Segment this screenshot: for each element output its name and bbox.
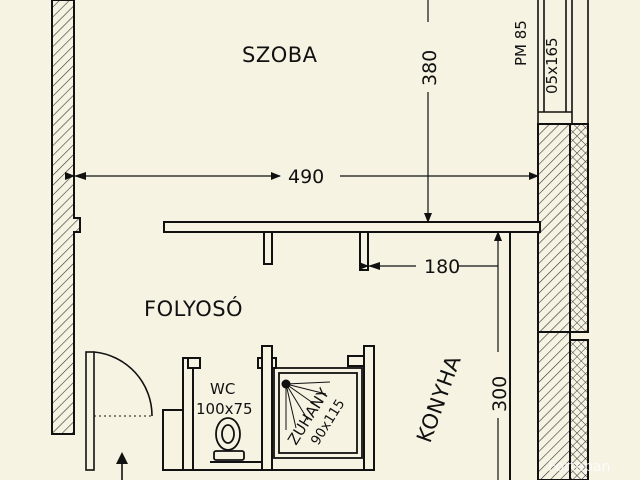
partition-wall	[163, 221, 541, 233]
window-label-size: 05x165	[543, 37, 561, 94]
room-label-folyoso: FOLYOSÓ	[144, 296, 243, 321]
left-wall	[51, 0, 81, 435]
room-label-szoba: SZOBA	[242, 43, 318, 67]
shower-tray	[273, 367, 363, 459]
dimension-szoba-width-arrowhead-left	[74, 172, 86, 180]
partition-stub-left	[263, 231, 273, 265]
watermark: Fortepan	[548, 459, 610, 475]
partition-stub-right	[359, 231, 369, 271]
right-wall-upper-outer	[569, 123, 589, 333]
entrance-arrow-icon	[116, 452, 128, 480]
window-label-pm: PM 85	[512, 20, 530, 66]
toilet-icon	[213, 417, 245, 461]
room-size-wc: 100x75	[196, 400, 253, 418]
room-label-wc: WC	[210, 380, 235, 398]
shower-head-icon	[281, 379, 331, 430]
dimension-label-180: 180	[424, 256, 460, 278]
room-label-konyha: KONYHA	[412, 352, 466, 446]
dimension-label-490: 490	[288, 166, 324, 188]
bottom-lines	[163, 461, 374, 471]
right-wall-upper	[537, 123, 571, 333]
window-right-top	[537, 0, 589, 124]
dimension-label-300: 300	[489, 376, 511, 412]
dimension-corridor-width	[359, 262, 498, 270]
entry-door	[85, 351, 153, 471]
dimension-label-380: 380	[419, 50, 441, 86]
right-wall-lower	[537, 331, 571, 480]
right-wall-lower-outer	[569, 339, 589, 480]
